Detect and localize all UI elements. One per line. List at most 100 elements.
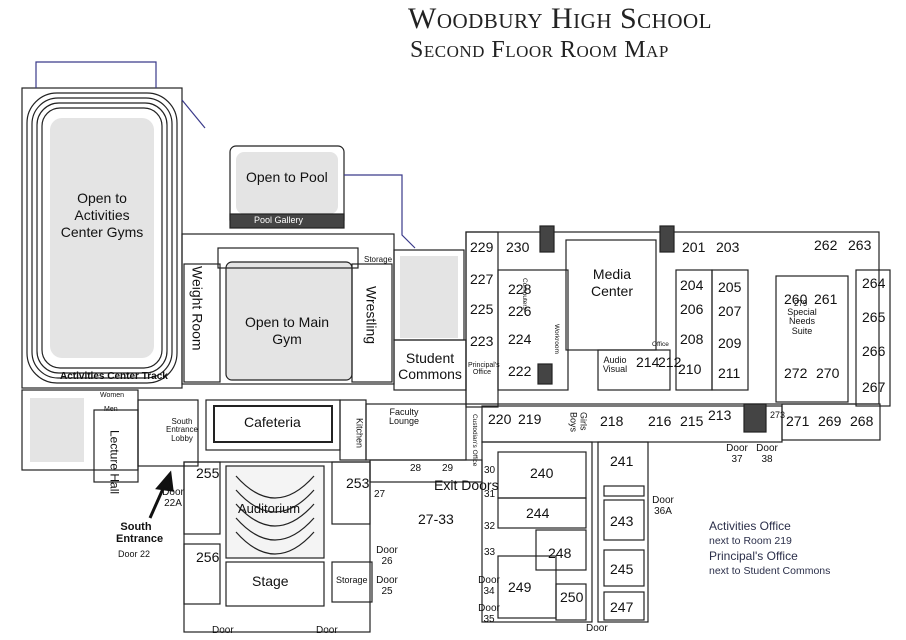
label-office-media: Office bbox=[652, 341, 669, 348]
label-boys: Boys bbox=[568, 412, 579, 433]
room-241: 241 bbox=[610, 453, 634, 469]
door-35: Door 35 bbox=[478, 603, 500, 625]
label-south-entrance: South Entrance bbox=[116, 521, 164, 545]
label-kitchen: Kitchen bbox=[354, 418, 365, 449]
door-22a: Door 22A bbox=[162, 487, 184, 509]
room-265: 265 bbox=[862, 309, 886, 325]
label-audio-visual: Audio Visual bbox=[602, 355, 628, 375]
room-216: 216 bbox=[648, 413, 672, 429]
room-249: 249 bbox=[508, 579, 532, 595]
page-subtitle: Second Floor Room Map bbox=[410, 37, 669, 63]
label-main-gym: Open to Main Gym bbox=[244, 314, 330, 347]
room-211: 211 bbox=[718, 365, 741, 381]
label-south-entrance-lobby: South Entrance Lobby bbox=[165, 417, 199, 443]
label-lecture-hall: Lecture Hall bbox=[107, 430, 122, 495]
label-stage: Stage bbox=[252, 573, 289, 589]
label-media-center: Media Center bbox=[590, 266, 634, 299]
room-248: 248 bbox=[548, 545, 572, 561]
room-206: 206 bbox=[680, 301, 704, 317]
door-25: Door 25 bbox=[376, 575, 398, 597]
label-girls: Girls bbox=[578, 412, 589, 431]
room-218: 218 bbox=[600, 413, 624, 429]
room-247: 247 bbox=[610, 599, 634, 615]
room-279: 279 bbox=[794, 299, 808, 308]
label-exit-doors-nums: 27-33 bbox=[418, 511, 454, 527]
room-264: 264 bbox=[862, 275, 886, 291]
door-33: 33 bbox=[484, 547, 496, 558]
door-31: 31 bbox=[484, 489, 496, 500]
label-cafeteria: Cafeteria bbox=[244, 414, 301, 430]
room-207: 207 bbox=[718, 303, 742, 319]
label-computers: Computers bbox=[520, 278, 528, 310]
room-219: 219 bbox=[518, 411, 542, 427]
door-38: Door 38 bbox=[756, 443, 778, 465]
room-203: 203 bbox=[716, 239, 740, 255]
room-222: 222 bbox=[508, 363, 532, 379]
door-34: Door 34 bbox=[478, 575, 500, 597]
room-229: 229 bbox=[470, 239, 494, 255]
room-266: 266 bbox=[862, 343, 886, 359]
room-244: 244 bbox=[526, 505, 550, 521]
room-267: 267 bbox=[862, 379, 886, 395]
room-261: 261 bbox=[814, 291, 838, 307]
room-227: 227 bbox=[470, 271, 494, 287]
room-271: 271 bbox=[786, 413, 810, 429]
room-215: 215 bbox=[680, 413, 704, 429]
map-title-block: Woodbury High School Second Floor Room M… bbox=[408, 2, 712, 64]
room-230: 230 bbox=[506, 239, 530, 255]
room-226: 226 bbox=[508, 303, 532, 319]
door-27: 27 bbox=[374, 489, 386, 500]
label-special-needs: Special Needs Suite bbox=[787, 307, 817, 336]
room-204: 204 bbox=[680, 277, 704, 293]
door-26: Door 26 bbox=[376, 545, 398, 567]
room-220: 220 bbox=[488, 411, 512, 427]
room-253: 253 bbox=[346, 475, 370, 491]
room-263: 263 bbox=[848, 237, 872, 253]
label-pool-gallery: Pool Gallery bbox=[254, 215, 304, 225]
room-262: 262 bbox=[814, 237, 838, 253]
room-270: 270 bbox=[816, 365, 840, 381]
room-224: 224 bbox=[508, 331, 532, 347]
label-workroom: Workroom bbox=[552, 324, 560, 354]
room-272: 272 bbox=[784, 365, 808, 381]
label-weight-room: Weight Room bbox=[189, 266, 206, 351]
door-bottom-right: Door bbox=[586, 623, 608, 634]
room-214: 214 bbox=[636, 354, 660, 370]
room-245: 245 bbox=[610, 561, 634, 577]
room-250: 250 bbox=[560, 589, 584, 605]
legend-principals-office: Principal's Office bbox=[709, 549, 798, 563]
room-243: 243 bbox=[610, 513, 634, 529]
room-269: 269 bbox=[818, 413, 842, 429]
door-30: 30 bbox=[484, 465, 496, 476]
room-273: 273 bbox=[770, 410, 786, 420]
room-209: 209 bbox=[718, 335, 742, 351]
map-legend: Activities Office next to Room 219 Princ… bbox=[709, 519, 830, 579]
label-wrestling: Wrestling bbox=[363, 286, 380, 345]
label-storage-gym: Storage bbox=[364, 255, 393, 264]
legend-activities-office: Activities Office bbox=[709, 519, 791, 533]
page-title: Woodbury High School bbox=[408, 2, 713, 35]
room-268: 268 bbox=[850, 413, 874, 429]
legend-activities-office-location: next to Room 219 bbox=[709, 535, 792, 547]
room-256: 256 bbox=[196, 549, 220, 565]
south-entrance-arrow bbox=[148, 470, 174, 519]
room-212: 212 bbox=[658, 354, 682, 370]
door-bottom-left: Door bbox=[212, 625, 234, 636]
label-principals-office: Principal's Office bbox=[468, 362, 500, 377]
room-228: 228 bbox=[508, 281, 532, 297]
label-exit-doors: Exit Doors bbox=[434, 477, 499, 493]
door-bottom-mid: Door bbox=[316, 625, 338, 636]
door-28: 28 bbox=[410, 463, 422, 474]
door-37: Door 37 bbox=[726, 443, 748, 465]
room-213: 213 bbox=[708, 407, 732, 423]
room-210: 210 bbox=[678, 361, 702, 377]
label-activities-gyms: Open to Activities Center Gyms bbox=[60, 190, 144, 240]
door-36a: Door 36A bbox=[652, 495, 674, 517]
label-men: Men bbox=[104, 406, 118, 413]
label-activities-track: Activities Center Track bbox=[60, 371, 168, 382]
room-225: 225 bbox=[470, 301, 494, 317]
label-faculty-lounge: Faculty Lounge bbox=[388, 407, 420, 427]
room-240: 240 bbox=[530, 465, 554, 481]
label-auditorium: Auditorium bbox=[238, 501, 301, 516]
